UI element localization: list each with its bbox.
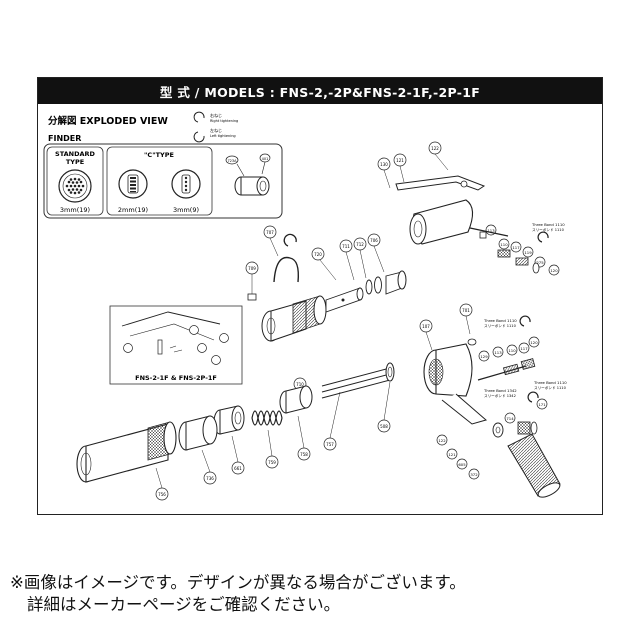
rotation-icon-4 bbox=[527, 391, 539, 403]
rotation-icon-2 bbox=[537, 231, 549, 243]
c-size-2: 3mm(9) bbox=[173, 206, 199, 214]
c-type-box bbox=[106, 146, 213, 216]
legend-left-en: Left tightening bbox=[210, 134, 236, 138]
part-756: 756 bbox=[158, 492, 166, 497]
handle-756: 756 bbox=[76, 421, 177, 501]
tie-rods: 710 508 757 bbox=[293, 362, 395, 451]
part-107: 107 bbox=[422, 324, 430, 329]
legend-right-en: Right tightening bbox=[210, 119, 238, 123]
finder-part-a: 723A bbox=[227, 159, 237, 163]
body-107: 107 701 bbox=[419, 303, 488, 425]
c-size-1: 2mm(19) bbox=[118, 206, 148, 214]
part-711: 711 bbox=[342, 244, 350, 249]
variant-inset: FNS-2-1F & FNS-2P-1F bbox=[109, 305, 243, 385]
part-117: 117 bbox=[512, 245, 520, 250]
hose-fitting: 122 121 605 372 714 171 bbox=[436, 398, 561, 498]
threebond-4: Three Bond 1110 bbox=[533, 380, 567, 385]
part-757: 757 bbox=[326, 442, 334, 447]
sleeve-661: 661 bbox=[213, 405, 245, 475]
part-710: 710 bbox=[296, 382, 304, 387]
legend-left-label: 左ねじ bbox=[210, 127, 222, 133]
disclaimer-line-2: 詳細はメーカーページをご確認ください。 bbox=[27, 595, 341, 614]
models-banner: 型 式 / MODELS : FNS-2,-2P&FNS-2-1F,-2P-1F bbox=[38, 78, 602, 104]
threebond-1-jp: スリーボンド 1110 bbox=[532, 227, 565, 232]
finder-box bbox=[43, 143, 283, 219]
part-712: 712 bbox=[356, 242, 364, 247]
part-113b: 113 bbox=[494, 350, 502, 355]
c-finder-face-1 bbox=[118, 169, 148, 199]
legend-right-label: 右ねじ bbox=[210, 112, 222, 118]
part-171: 171 bbox=[538, 402, 546, 407]
exploded-view-title: 分解図 EXPLODED VIEW bbox=[48, 115, 168, 127]
sleeve-736: 736 bbox=[178, 415, 218, 485]
rotation-icon-1 bbox=[283, 233, 297, 247]
exploded-view-diagram: 分解図 EXPLODED VIEW 右ねじ Right tightening 左… bbox=[43, 111, 567, 501]
part-275: 275 bbox=[536, 260, 544, 265]
c-type-label: "C"TYPE bbox=[144, 151, 174, 159]
finder-cap-sketch: 723A 401 bbox=[225, 153, 271, 196]
threebond-1: Three Bond 1110 bbox=[531, 222, 565, 227]
part-758: 758 bbox=[300, 452, 308, 457]
disclaimer-line-1: ※画像はイメージです。デザインが異なる場合がございます。 bbox=[10, 573, 466, 592]
part-129: 129 bbox=[480, 354, 488, 359]
disclaimer: ※画像はイメージです。デザインが異なる場合がございます。 詳細はメーカーページを… bbox=[10, 572, 466, 616]
left-rotation-icon bbox=[193, 131, 205, 143]
part-120b: 120 bbox=[530, 340, 538, 345]
part-736: 736 bbox=[206, 476, 214, 481]
part-120a: 120 bbox=[550, 268, 558, 273]
threebond-3: Three Bond 1342 bbox=[483, 388, 517, 393]
inset-label: FNS-2-1F & FNS-2P-1F bbox=[135, 374, 217, 382]
rotation-legend: 右ねじ Right tightening 左ねじ Left tightening bbox=[193, 111, 238, 143]
shaft-part: 720 bbox=[311, 247, 364, 313]
part-130: 130 bbox=[380, 162, 388, 167]
part-110b: 110 bbox=[508, 348, 516, 353]
spring-759: 759 bbox=[251, 410, 283, 469]
diagram-frame: 型 式 / MODELS : FNS-2,-2P&FNS-2-1F,-2P-1F… bbox=[37, 77, 603, 515]
part-605: 605 bbox=[458, 462, 466, 467]
type-label: TYPE bbox=[66, 158, 84, 166]
part-121b: 121 bbox=[448, 452, 456, 457]
threebond-4-jp: スリーボンド 1110 bbox=[534, 385, 567, 390]
part-110: 110 bbox=[500, 242, 508, 247]
part-121a: 121 bbox=[396, 158, 404, 163]
sleeve-758: 758 bbox=[279, 385, 313, 461]
threebond-3-jp: スリーボンド 1342 bbox=[484, 393, 516, 398]
part-707: 707 bbox=[266, 230, 274, 235]
part-759: 759 bbox=[268, 460, 276, 465]
part-709: 709 bbox=[248, 266, 256, 271]
part-113: 113 bbox=[487, 228, 495, 233]
rings-711-706: 711 712 706 bbox=[339, 233, 407, 295]
part-122a: 122 bbox=[431, 146, 439, 151]
standard-finder-face bbox=[58, 169, 92, 203]
threebond-2-jp: スリーボンド 1110 bbox=[484, 323, 517, 328]
part-701: 701 bbox=[462, 308, 470, 313]
finder-title: FINDER bbox=[48, 134, 81, 143]
part-119: 119 bbox=[524, 250, 532, 255]
part-661: 661 bbox=[234, 466, 242, 471]
part-508: 508 bbox=[380, 424, 388, 429]
standard-label: STANDARD bbox=[55, 150, 96, 158]
standard-type-box bbox=[46, 146, 104, 216]
right-rotation-icon bbox=[193, 111, 205, 123]
standard-size: 3mm(19) bbox=[60, 206, 90, 214]
part-714: 714 bbox=[506, 416, 514, 421]
part-117b: 117 bbox=[520, 346, 528, 351]
lever-assembly: 130 121 122 bbox=[377, 141, 486, 245]
finder-part-b: 401 bbox=[262, 157, 269, 161]
knurled-sleeve bbox=[261, 295, 327, 342]
part-720: 720 bbox=[314, 252, 322, 257]
part-372: 372 bbox=[470, 472, 478, 477]
clip-assembly: 709 707 bbox=[245, 225, 300, 301]
part-706: 706 bbox=[370, 238, 378, 243]
rotation-icon-3 bbox=[519, 315, 531, 327]
valve-parts-upper: 113 110 117 119 275 120 Three Bond 1110 … bbox=[469, 222, 565, 276]
threebond-2: Three Bond 1110 bbox=[483, 318, 517, 323]
valve-parts-lower: 129 113 110 117 120 Three Bond 1110 スリーボ… bbox=[477, 315, 567, 403]
c-finder-face-2 bbox=[171, 169, 201, 199]
part-122b: 122 bbox=[438, 438, 446, 443]
